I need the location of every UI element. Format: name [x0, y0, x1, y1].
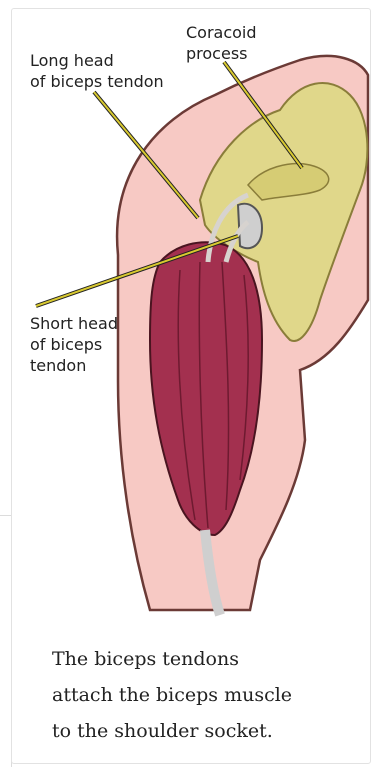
label-short-head-tendon: Short head of biceps tendon — [30, 313, 118, 376]
figure-caption: The biceps tendons attach the biceps mus… — [52, 641, 352, 749]
label-coracoid-process: Coracoid process — [186, 22, 257, 64]
label-long-head-tendon: Long head of biceps tendon — [30, 50, 164, 92]
